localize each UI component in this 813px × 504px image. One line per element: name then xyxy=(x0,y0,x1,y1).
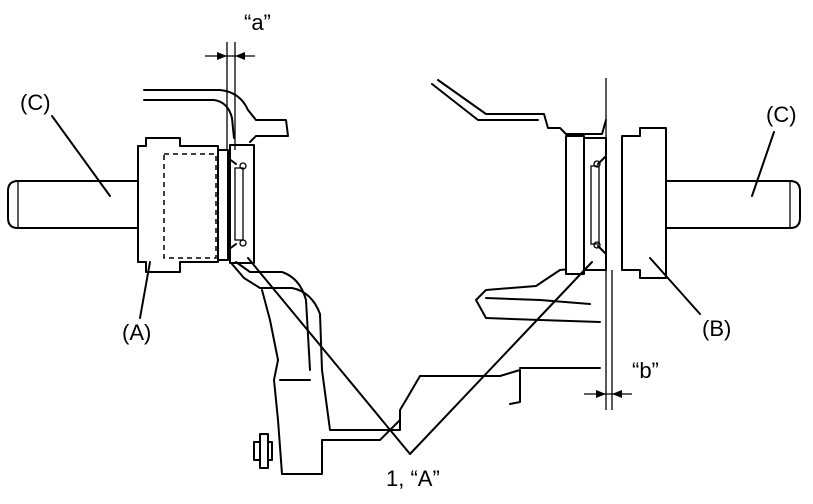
installer-b-body xyxy=(621,127,667,279)
right-housing xyxy=(431,79,607,405)
leader-lines xyxy=(51,115,775,455)
label-dim-a: “a” xyxy=(244,10,271,35)
right-tool-assembly xyxy=(565,127,801,279)
label-dim-b: “b” xyxy=(632,358,659,383)
left-shaft xyxy=(7,180,141,229)
installer-a-body xyxy=(137,137,219,273)
label-tool-c-right: (C) xyxy=(766,102,797,127)
label-part-callout: 1, “A” xyxy=(386,466,440,491)
right-adapter-plate xyxy=(565,135,585,275)
label-tool-c-left: (C) xyxy=(20,90,51,115)
left-housing xyxy=(143,89,501,475)
left-housing-top xyxy=(143,89,289,143)
left-seal xyxy=(229,144,255,264)
installer-a-hidden-outline xyxy=(163,153,217,259)
left-tool-assembly xyxy=(7,137,229,273)
dimension-b xyxy=(584,78,632,410)
left-housing-bottom xyxy=(231,263,501,431)
right-shaft xyxy=(665,180,801,229)
left-adapter-plate xyxy=(217,149,229,261)
label-tool-a: (A) xyxy=(122,320,151,345)
dimension-a xyxy=(205,42,255,150)
label-tool-b: (B) xyxy=(702,316,731,341)
